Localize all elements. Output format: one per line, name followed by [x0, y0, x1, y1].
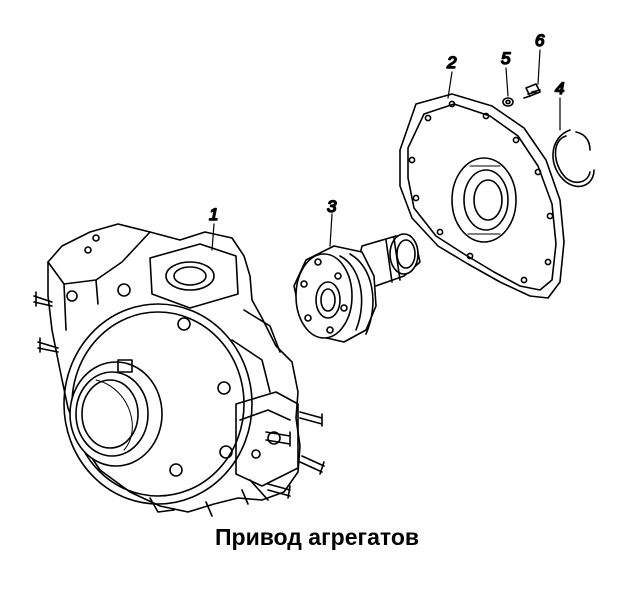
diagram-caption: Привод агрегатов — [214, 524, 420, 550]
retaining-ring-part — [552, 129, 595, 188]
bolt-part — [523, 83, 541, 99]
leader-line-2 — [447, 71, 453, 99]
callout-2: 2 — [446, 53, 457, 72]
cover-part — [399, 93, 565, 299]
callout-4: 4 — [555, 79, 564, 98]
leader-line-1 — [211, 223, 215, 251]
leader-line-6 — [537, 49, 541, 85]
leader-line-5 — [505, 67, 509, 97]
callout-6: 6 — [535, 31, 545, 50]
callout-5: 5 — [501, 49, 511, 68]
drive-shaft-part — [293, 233, 421, 343]
washer-part — [502, 97, 514, 107]
leader-line-3 — [329, 213, 333, 247]
callout-1: 1 — [209, 205, 218, 224]
housing-part — [33, 223, 325, 517]
leader-lines — [211, 49, 561, 251]
callout-labels: 1 2 3 4 5 6 — [208, 30, 565, 225]
callout-3: 3 — [327, 197, 337, 216]
